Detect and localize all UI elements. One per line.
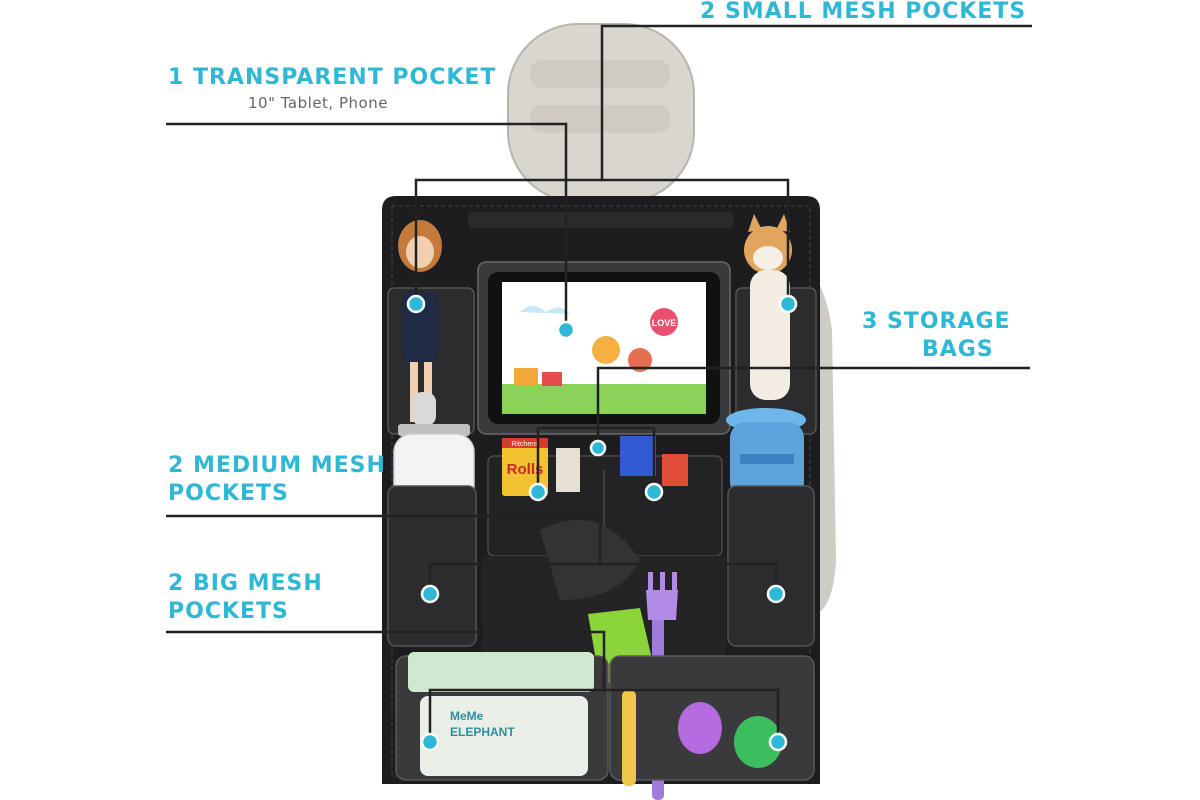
callout-dot-icon <box>556 320 576 340</box>
callout-dot-icon <box>528 482 548 502</box>
callout-big-mesh-title-line2: POCKETS <box>168 599 289 624</box>
big-mesh-pocket-left: MeMe ELEPHANT <box>395 652 609 781</box>
callout-dot-icon <box>420 584 440 604</box>
callout-transparent-title: 1 TRANSPARENT POCKET <box>168 65 497 90</box>
callout-dot-icon <box>406 294 426 314</box>
snack-box-top-text: Ritchens <box>511 441 539 448</box>
callout-big-mesh-title-line1: 2 BIG MESH <box>168 571 323 596</box>
transparent-pocket: LOVE <box>477 261 731 435</box>
callout-storage-title-line1: 3 STORAGE <box>862 309 1011 334</box>
callout-dot-icon <box>768 732 788 752</box>
leader-lines <box>166 24 1032 740</box>
callout-small-mesh-title: 2 SMALL MESH POCKETS <box>700 0 1027 24</box>
doll-toy <box>398 220 442 422</box>
big-mesh-pocket-right <box>609 655 815 786</box>
medium-mesh-pocket-left <box>387 485 477 647</box>
center-panel <box>482 520 726 656</box>
callout-dot-icon <box>644 482 664 502</box>
callout-medium-mesh-title-line1: 2 MEDIUM MESH <box>168 453 386 478</box>
callout-dot-icon <box>589 439 607 457</box>
tablet-sign-text: LOVE <box>652 318 677 328</box>
leader-line-medium-mesh <box>166 514 778 592</box>
callout-dot-icon <box>766 584 786 604</box>
callout-storage-title-line2: BAGS <box>922 337 994 362</box>
callout-dot-icon <box>420 732 440 752</box>
wipes-brand-line1: MeMe <box>450 709 484 723</box>
callout-transparent-subtitle: 10" Tablet, Phone <box>248 94 388 112</box>
sippy-cup <box>726 408 806 498</box>
callout-dots <box>406 294 798 752</box>
leader-line-small-mesh <box>414 24 1032 302</box>
snack-box-brand-text: Rolls <box>507 461 544 478</box>
wipes-brand-line2: ELEPHANT <box>450 725 515 739</box>
leader-line-big-mesh <box>166 630 780 740</box>
leader-line-transparent <box>166 122 568 328</box>
callout-dot-icon <box>778 294 798 314</box>
medium-mesh-pocket-right <box>727 485 815 647</box>
callout-medium-mesh-title-line2: POCKETS <box>168 481 289 506</box>
